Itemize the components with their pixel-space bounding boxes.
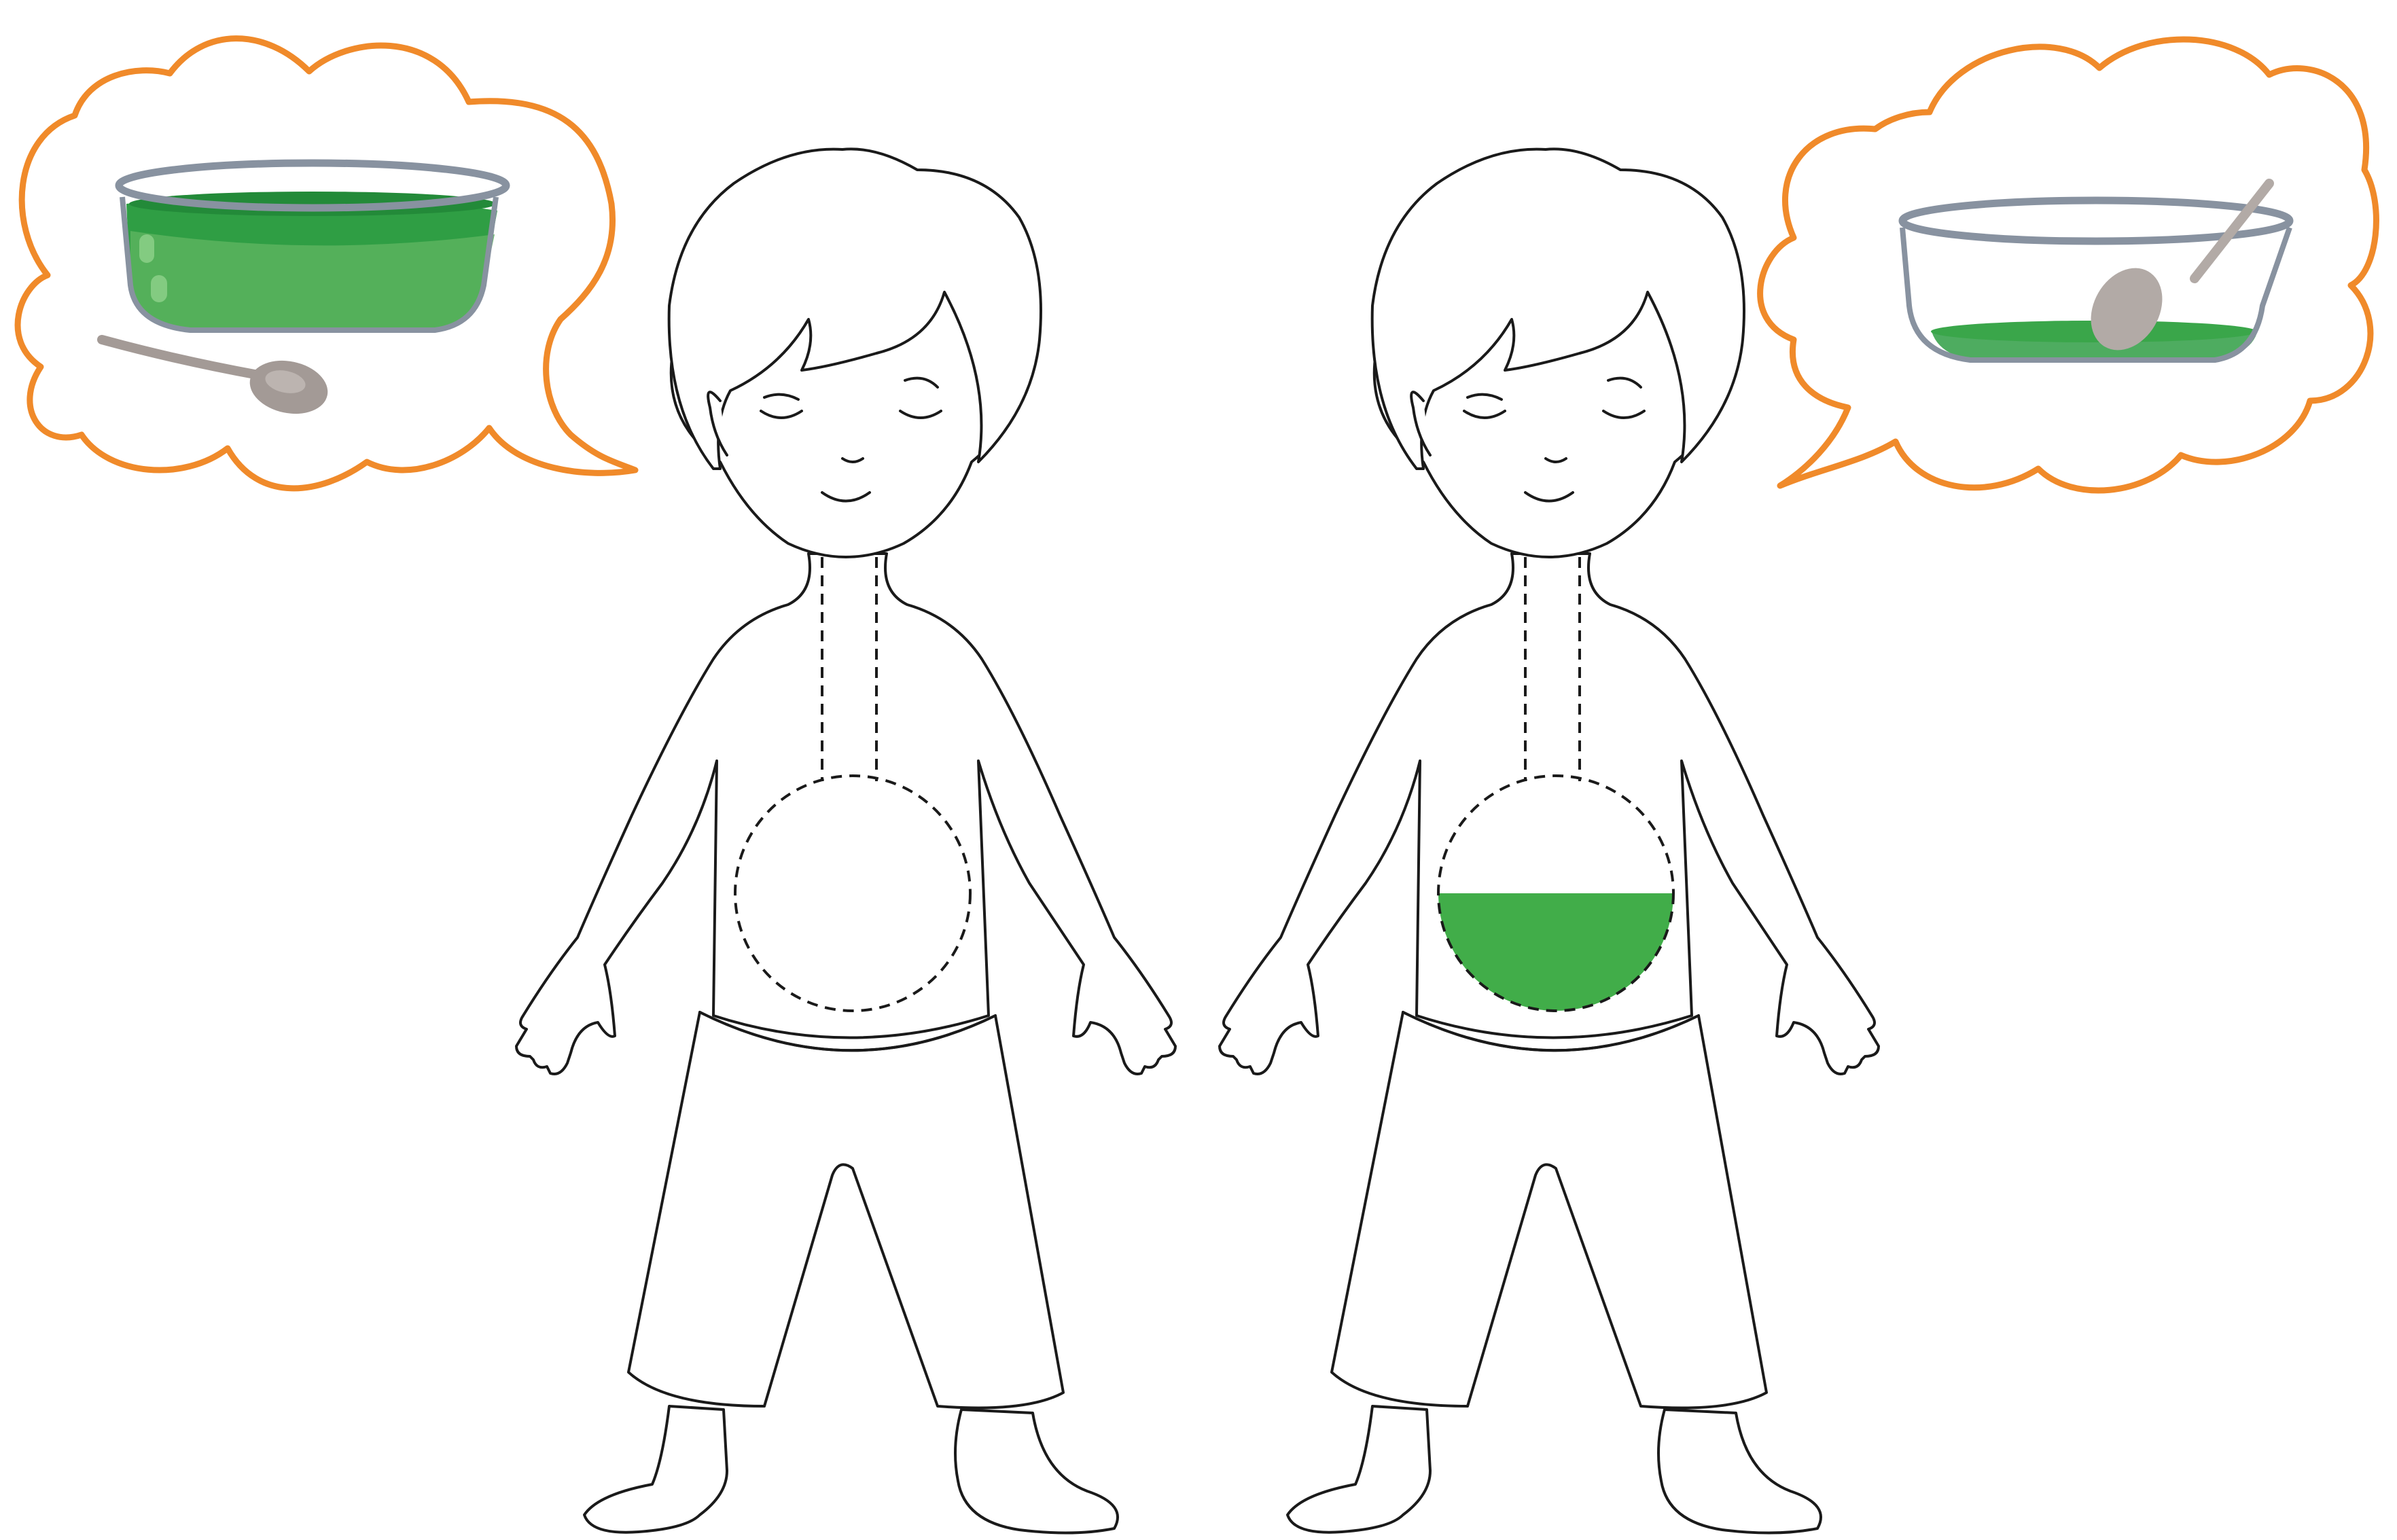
- thought-bubble-right: [1760, 39, 2377, 490]
- torso-left: [516, 554, 1175, 1074]
- child-right: [1220, 149, 1879, 1533]
- bubble-outline-right: [1760, 39, 2377, 490]
- foot-left-b: [955, 1410, 1118, 1533]
- pants-left: [628, 1012, 1063, 1408]
- pants-right: [1332, 1012, 1766, 1408]
- thought-bubble-left: [18, 39, 635, 488]
- foot-right-a: [1288, 1406, 1430, 1533]
- soup-shade: [130, 231, 495, 330]
- foot-left-a: [584, 1406, 727, 1533]
- bowl-highlight-1: [139, 234, 154, 263]
- child-left: [516, 149, 1175, 1533]
- bowl-highlight-2: [151, 275, 167, 302]
- foot-right-b: [1658, 1410, 1821, 1533]
